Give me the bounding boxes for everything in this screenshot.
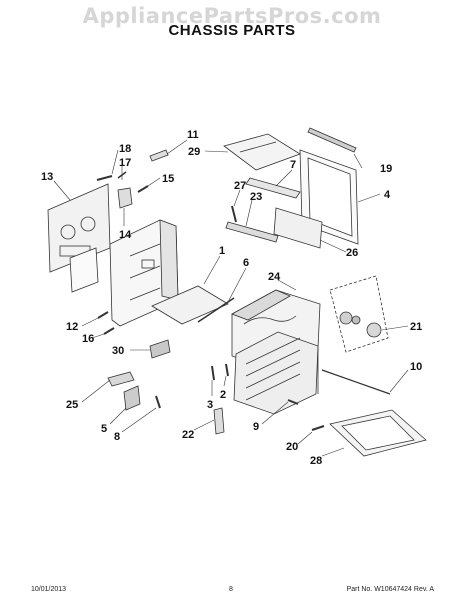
callout-24: 24 [268,271,281,283]
side-frame-part [109,219,179,327]
bracket-part [213,407,225,435]
wire-part [321,369,391,395]
screw-part [311,425,325,431]
panel-part [273,207,323,249]
callout-18: 18 [119,143,131,155]
callout-29: 29 [188,146,200,158]
latch-part [149,339,171,359]
callout-1: 1 [219,245,225,257]
page-title: CHASSIS PARTS [168,22,296,39]
screw-part [287,399,299,405]
callout-20: 20 [286,441,298,453]
rear-panel-part [47,183,111,293]
callout-15: 15 [162,173,174,185]
bracket-part [117,187,133,209]
callout-11: 11 [187,129,199,141]
callout-12: 12 [66,321,78,333]
callout-13: 13 [41,171,53,183]
screw-part [211,363,229,381]
callout-23: 23 [250,191,262,203]
leader-lines [53,139,409,457]
bracket-part [107,371,135,387]
footer-part-number: Part No. W10647424 Rev. A [346,586,434,593]
callout-26: 26 [346,247,358,259]
screw-part [231,205,237,223]
callout-22: 22 [182,429,194,441]
callout-19: 19 [380,163,392,175]
footer-date: 10/01/2013 [31,586,67,593]
callout-2: 2 [220,389,226,401]
callout-labels: 11 29 18 17 13 15 14 7 19 27 23 4 26 1 6… [41,129,422,467]
screw-part [96,171,127,181]
hinge-part [123,385,141,411]
screw-part [97,311,109,319]
callout-16: 16 [82,333,94,345]
screw-part [155,395,161,409]
callout-27: 27 [234,180,246,192]
callout-3: 3 [207,399,213,411]
callout-17: 17 [119,157,131,169]
callout-7: 7 [290,159,296,171]
callout-30: 30 [112,345,124,357]
callout-9: 9 [253,421,259,433]
seal-strip-part [307,127,357,153]
broil-pan-part [329,409,427,457]
shelf-part [151,285,229,325]
callout-4: 4 [384,189,391,201]
watermark-text: AppliancePartsPros.com [82,4,382,28]
rail-part [225,221,279,243]
oven-cavity-part [231,289,321,415]
callout-5: 5 [101,423,107,435]
callout-10: 10 [410,361,422,373]
footer-page-number: 8 [229,586,233,593]
trim-strip-part [245,177,301,199]
callout-8: 8 [114,431,120,443]
callout-21: 21 [410,321,422,333]
top-cover-part [223,133,301,171]
clip-part [149,149,169,162]
callout-6: 6 [243,257,249,269]
screw-part [137,185,149,193]
callout-28: 28 [310,455,322,467]
callout-25: 25 [66,399,78,411]
callout-14: 14 [119,229,132,241]
element-group-part [329,275,389,353]
screw-part [103,327,115,335]
